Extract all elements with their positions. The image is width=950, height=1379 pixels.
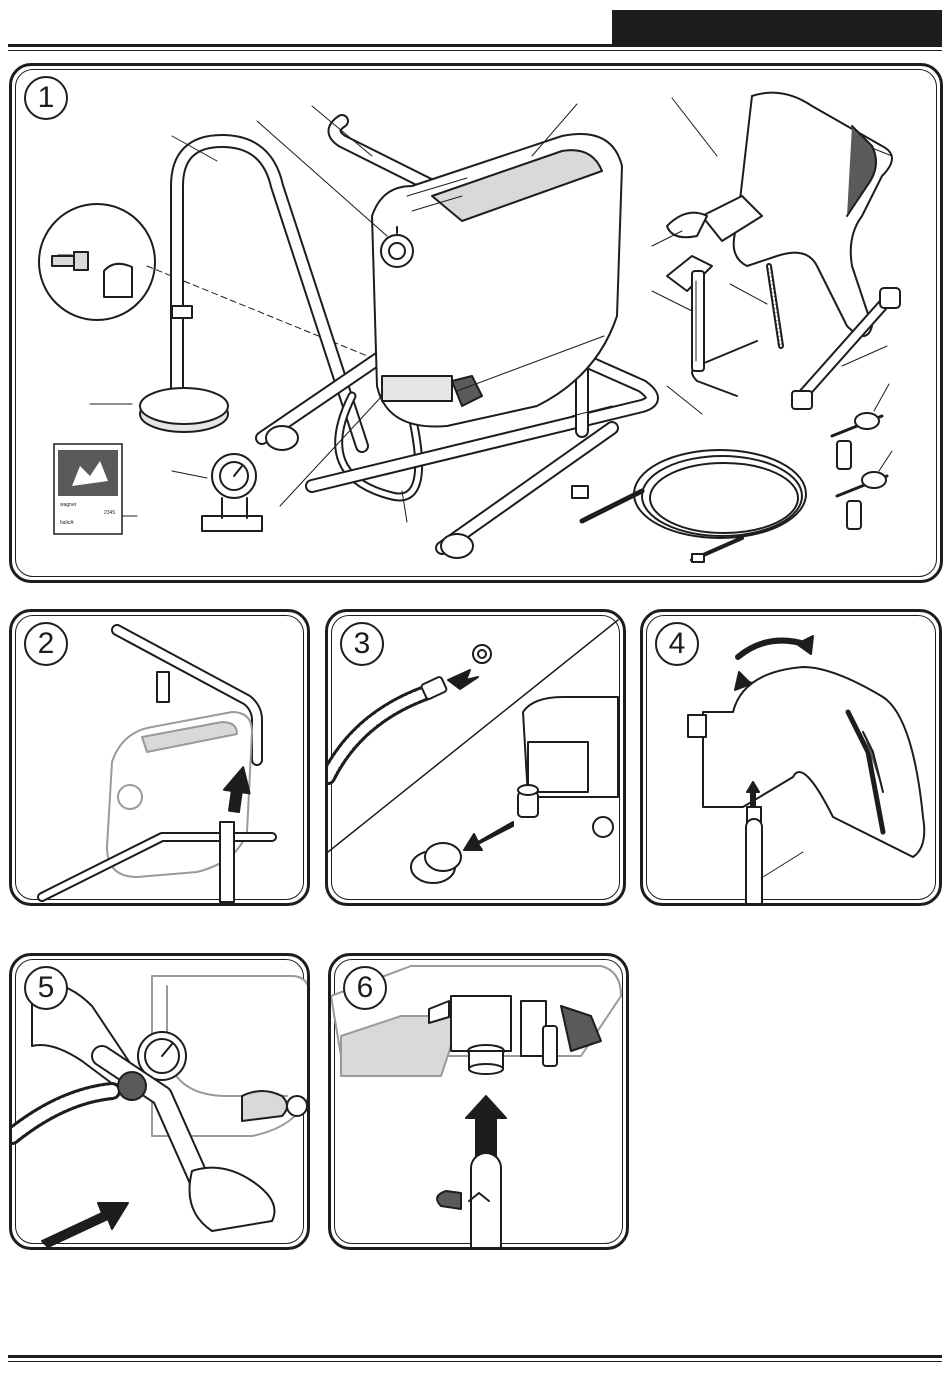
arrow-icon xyxy=(42,1203,128,1247)
arrow-icon xyxy=(466,1096,506,1158)
bottom-rule xyxy=(8,1355,942,1358)
manual-title: ItalicA xyxy=(60,520,74,526)
panel-suction-tube: 6 xyxy=(328,953,629,1250)
step-number: 3 xyxy=(340,622,384,666)
high-pressure-hose xyxy=(572,450,806,562)
header-tab xyxy=(612,10,942,44)
panel-remove-cap: 3 xyxy=(325,609,626,906)
bottom-rule-thin xyxy=(8,1361,942,1362)
step-number: 4 xyxy=(655,622,699,666)
manual-brand: wagner xyxy=(60,502,77,508)
spray-tip-2 xyxy=(837,472,887,529)
arrow-icon xyxy=(448,670,478,689)
pressure-knob xyxy=(381,235,413,267)
step-number: 5 xyxy=(24,966,68,1010)
panel-overview: 1 xyxy=(9,63,943,583)
spray-tip-1 xyxy=(832,413,882,469)
manual-code: 2345 xyxy=(104,510,115,516)
arrow-icon xyxy=(464,822,513,850)
step-number: 1 xyxy=(24,76,68,120)
top-rule-thin xyxy=(8,50,942,51)
overview-illustration: wagner ItalicA 2345 xyxy=(12,66,943,583)
manual-booklet: wagner ItalicA 2345 xyxy=(54,444,122,534)
extension-rod xyxy=(692,271,704,371)
step-number: 2 xyxy=(24,622,68,666)
step-number: 6 xyxy=(343,966,387,1010)
top-rule xyxy=(8,44,942,47)
panel-attach-gun: 4 xyxy=(640,609,942,906)
panel-tighten-hose: 5 xyxy=(9,953,310,1250)
panel-mount-frame: 2 xyxy=(9,609,310,906)
